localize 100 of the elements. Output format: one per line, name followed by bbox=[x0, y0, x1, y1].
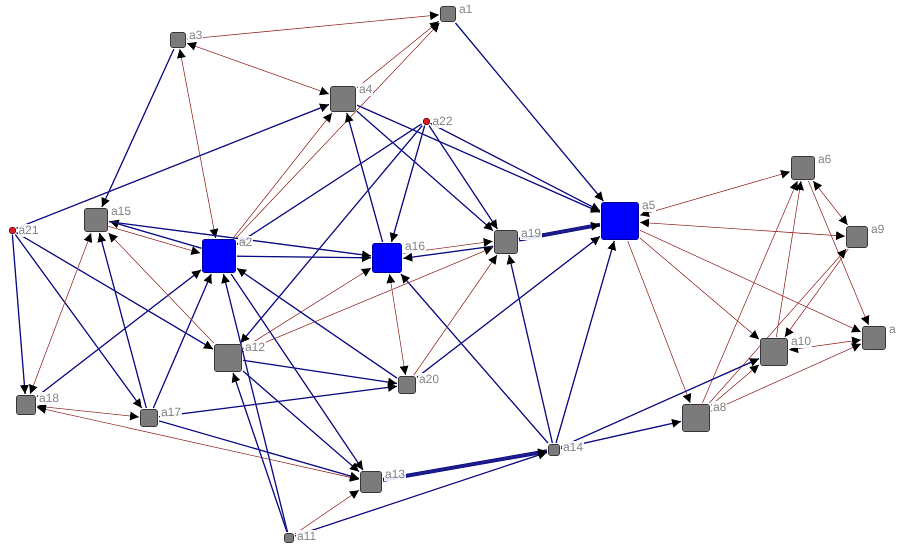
arrow bbox=[400, 274, 548, 444]
node-square bbox=[862, 326, 886, 350]
node-square bbox=[682, 404, 710, 432]
arrow bbox=[640, 238, 760, 340]
arrow bbox=[108, 226, 201, 255]
arrow bbox=[242, 268, 372, 349]
arrow bbox=[101, 48, 175, 208]
node-label: a6 bbox=[817, 153, 832, 166]
node-square bbox=[440, 6, 456, 22]
arrow bbox=[237, 253, 371, 262]
node-label: a22 bbox=[432, 114, 454, 128]
arrow bbox=[390, 125, 426, 242]
arrow bbox=[640, 170, 790, 218]
arrow bbox=[414, 254, 498, 376]
node-label: a10 bbox=[790, 335, 812, 348]
arrow bbox=[640, 218, 846, 240]
node-square bbox=[330, 86, 356, 112]
node-label: a5 bbox=[641, 199, 656, 212]
node-label: a8 bbox=[712, 401, 728, 414]
arrow bbox=[294, 450, 548, 537]
node-label: a14 bbox=[562, 441, 584, 454]
arrow bbox=[454, 22, 604, 202]
arrow bbox=[784, 248, 849, 338]
arrow bbox=[776, 180, 804, 338]
node-square bbox=[214, 344, 242, 372]
arrow bbox=[236, 22, 440, 238]
arrow bbox=[710, 343, 862, 412]
arrow bbox=[97, 232, 147, 408]
node-label: a3 bbox=[188, 29, 204, 42]
arrow bbox=[16, 232, 214, 350]
arrow bbox=[356, 20, 440, 88]
node-label: a11 bbox=[296, 530, 318, 543]
arrow bbox=[158, 382, 398, 418]
arrow bbox=[236, 268, 398, 379]
arrow bbox=[294, 490, 360, 534]
arrow bbox=[108, 232, 214, 344]
arrow bbox=[108, 221, 372, 260]
node-square bbox=[140, 409, 158, 427]
arrow bbox=[428, 125, 498, 230]
node-square bbox=[846, 226, 868, 248]
node-label: a16 bbox=[404, 240, 426, 253]
node-square bbox=[601, 202, 639, 240]
node-square bbox=[398, 376, 416, 394]
arrow bbox=[36, 405, 360, 482]
node-label: a4 bbox=[358, 83, 374, 96]
node-label: a9 bbox=[870, 223, 886, 236]
arrow bbox=[386, 274, 408, 376]
node-label: a12 bbox=[244, 341, 266, 354]
arrow bbox=[232, 112, 332, 238]
arrow bbox=[808, 180, 870, 326]
arrow bbox=[555, 240, 616, 444]
arrow bbox=[236, 123, 422, 245]
arrow bbox=[12, 234, 29, 394]
arrow bbox=[36, 402, 140, 420]
arrow bbox=[242, 370, 360, 472]
arrow bbox=[36, 269, 202, 398]
node-label: a17 bbox=[160, 406, 182, 419]
arrow bbox=[186, 42, 330, 96]
arrow bbox=[382, 448, 548, 482]
arrow bbox=[242, 246, 494, 352]
arrow bbox=[230, 274, 364, 470]
node-square bbox=[760, 338, 788, 366]
arrow bbox=[232, 372, 288, 532]
arrow bbox=[176, 48, 218, 238]
arrow bbox=[560, 418, 682, 450]
node-square bbox=[170, 32, 186, 48]
node-label: a21 bbox=[18, 224, 40, 236]
arrow bbox=[16, 104, 330, 229]
arrow bbox=[416, 236, 600, 378]
node-square bbox=[360, 471, 382, 493]
node-label: a13 bbox=[384, 468, 406, 481]
node-label: a19 bbox=[520, 227, 542, 240]
node-label: a1 bbox=[458, 3, 474, 16]
node-label: a15 bbox=[110, 205, 132, 218]
node-square bbox=[202, 239, 236, 273]
arrow bbox=[640, 230, 862, 332]
arrow bbox=[186, 11, 440, 40]
node-label: a18 bbox=[38, 392, 60, 405]
arrow bbox=[29, 232, 92, 394]
arrow bbox=[242, 360, 398, 387]
node-label: a2 bbox=[238, 236, 254, 249]
node-square bbox=[791, 156, 815, 180]
arrow bbox=[14, 234, 142, 408]
arrow bbox=[506, 254, 554, 444]
arrow bbox=[344, 112, 384, 242]
arrow bbox=[152, 274, 212, 408]
node-square bbox=[548, 444, 560, 456]
arrow bbox=[221, 274, 288, 532]
arrow bbox=[518, 222, 600, 242]
node-square bbox=[494, 230, 518, 254]
node-square bbox=[16, 395, 36, 415]
arrow bbox=[708, 248, 847, 404]
arrow bbox=[788, 336, 862, 354]
arrow bbox=[812, 180, 848, 226]
node-square bbox=[372, 243, 402, 273]
arrow bbox=[627, 240, 692, 404]
arrow bbox=[158, 420, 360, 480]
arrow bbox=[403, 246, 494, 262]
arrow bbox=[110, 220, 202, 249]
node-label: a20 bbox=[418, 373, 440, 386]
